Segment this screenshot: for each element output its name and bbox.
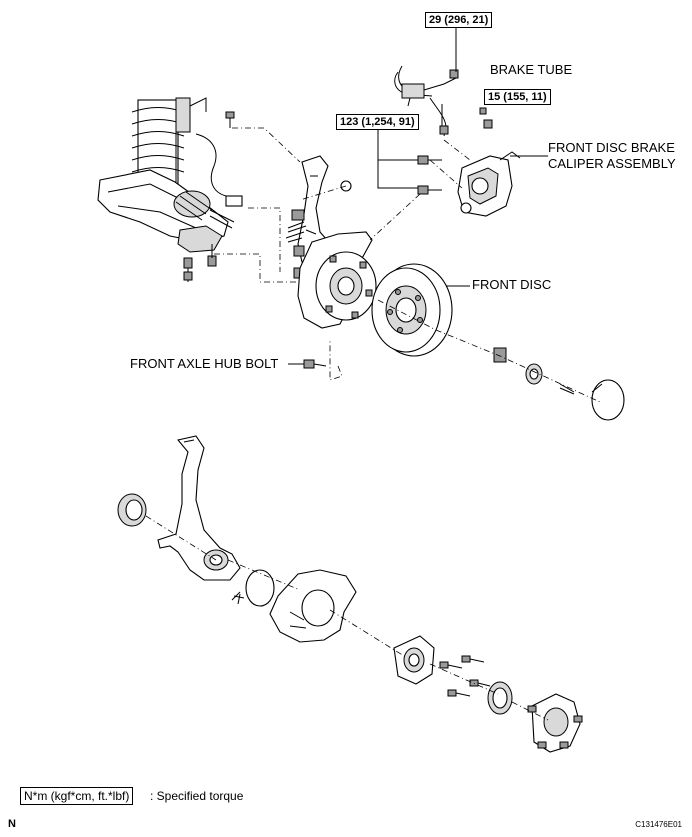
sensor-bolt: [225, 111, 235, 128]
lower-ball-joint-bolts: [183, 244, 217, 282]
corner-mark: N: [8, 818, 16, 830]
axle-hub-bearing-lower: [393, 635, 435, 685]
label-front-disc: FRONT DISC: [472, 277, 552, 292]
axle-nut-set: [493, 347, 625, 421]
dust-deflector: [117, 493, 147, 527]
label-leaders-upper: [288, 28, 548, 365]
legend-description: : Specified torque: [150, 789, 244, 803]
front-disc-rotor: [371, 263, 453, 357]
steering-knuckle-lower: [157, 435, 241, 581]
alignment-lines-upper: [214, 127, 601, 403]
torque-flexible-hose: 15 (155, 11): [484, 89, 551, 105]
axle-hub-flange: [527, 693, 583, 753]
torque-brake-tube-union: 29 (296, 21): [425, 12, 493, 28]
alignment-lines-lower: [145, 515, 549, 721]
torque-caliper-bolts: 123 (1,254, 91): [336, 114, 419, 130]
label-caliper-line1: FRONT DISC BRAKE: [548, 140, 675, 155]
legend-torque-unit: N*m (kgf*cm, ft.*lbf): [20, 787, 134, 805]
disc-dust-cover-lower: [269, 569, 357, 643]
bearing-ring: [487, 681, 513, 715]
abs-connector: [225, 195, 243, 207]
castle-nuts-cotter-pins: [285, 209, 307, 279]
ring-arrow-icon: [231, 591, 245, 605]
front-axle-hub-bolt: [303, 359, 327, 369]
label-caliper-line2: CALIPER ASSEMBLY: [548, 156, 676, 171]
brake-caliper: [457, 151, 521, 217]
snap-ring: [245, 569, 275, 607]
abs-sensor-wire: [195, 133, 239, 201]
brake-tube-hose: [394, 65, 493, 137]
axle-hub-upper: [315, 251, 377, 321]
illustration-code: C131476E01: [635, 820, 682, 829]
lower-suspension-arm: [97, 169, 229, 253]
hub-bolts-lower: [439, 655, 491, 697]
label-brake-tube: BRAKE TUBE: [490, 62, 573, 77]
label-front-axle-hub-bolt: FRONT AXLE HUB BOLT: [130, 356, 279, 371]
drive-shaft-boot: [173, 190, 235, 229]
caliper-mounting-bolts: [417, 155, 442, 195]
